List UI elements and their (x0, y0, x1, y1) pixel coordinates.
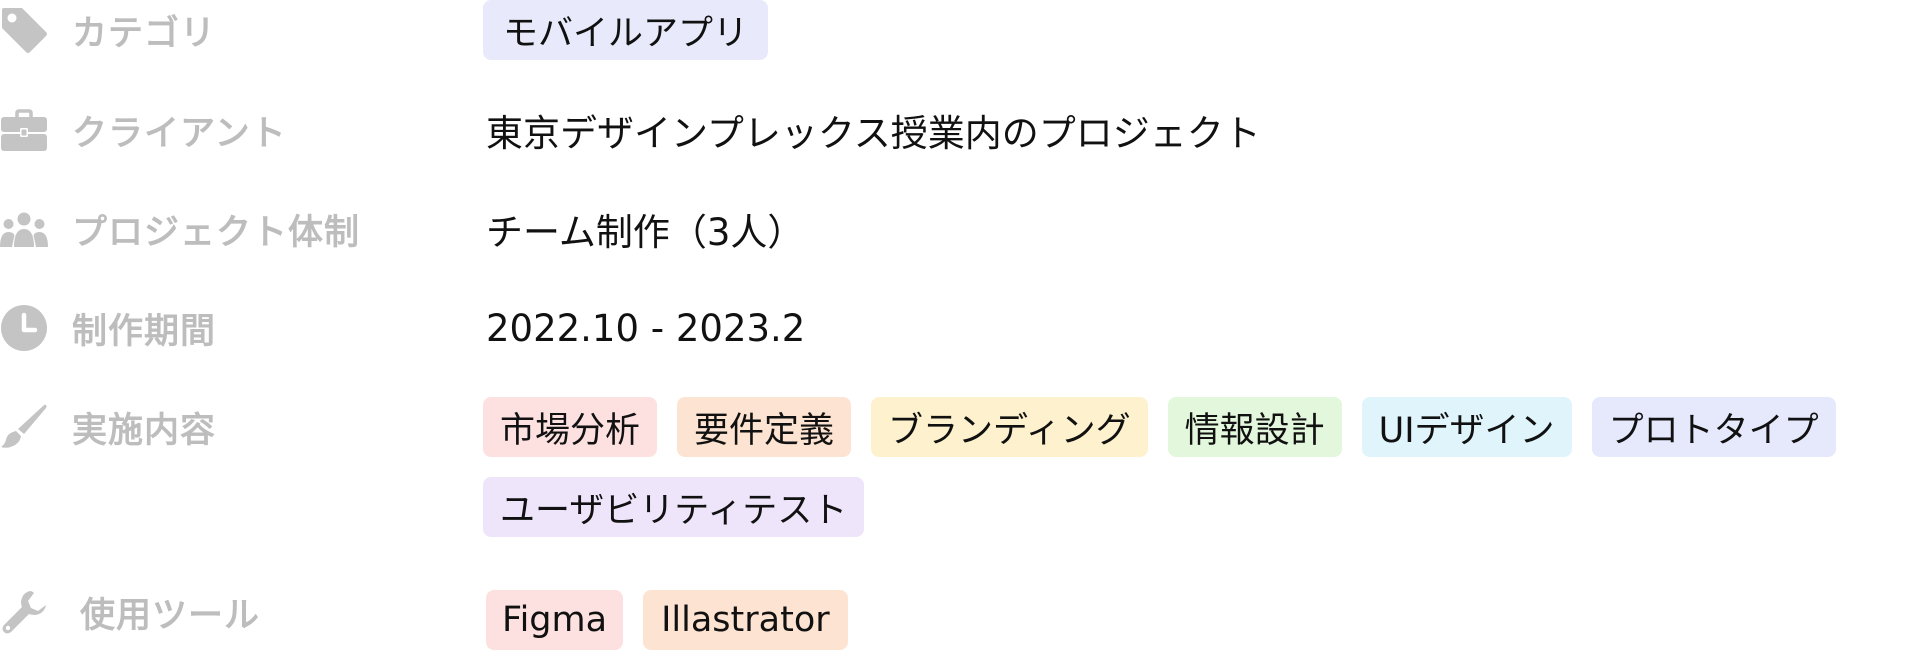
tag-market-analysis: 市場分析 (483, 397, 658, 457)
clock-icon (0, 304, 48, 352)
tag-illustrator: Illastrator (643, 590, 848, 650)
team-label: プロジェクト体制 (0, 199, 360, 259)
tools-tags: Figma Illastrator (486, 590, 1920, 650)
brush-icon (0, 403, 48, 451)
tag-information-architecture: 情報設計 (1167, 397, 1342, 457)
wrench-icon (0, 588, 48, 636)
scope-label-text: 実施内容 (72, 410, 217, 451)
team-value: チーム制作（3人） (486, 211, 805, 254)
users-icon (0, 205, 48, 253)
period-label-text: 制作期間 (72, 311, 217, 352)
period-label: 制作期間 (0, 298, 216, 358)
client-label-text: クライアント (72, 113, 287, 154)
briefcase-icon (0, 106, 48, 154)
category-label: カテゴリ (0, 0, 216, 60)
tag-usability-test: ユーザビリティテスト (483, 477, 865, 537)
tag-requirements: 要件定義 (677, 397, 852, 457)
category-label-text: カテゴリ (72, 13, 217, 54)
tag-branding: ブランディング (871, 397, 1148, 457)
period-value: 2022.10 - 2023.2 (486, 306, 806, 350)
tools-label: 使用ツール (0, 582, 260, 642)
scope-label: 実施内容 (0, 397, 216, 457)
scope-tags: 市場分析 要件定義 ブランディング 情報設計 UIデザイン プロトタイプ ユーザ… (483, 397, 1920, 537)
tag-icon (0, 6, 48, 54)
tag-ui-design: UIデザイン (1361, 397, 1572, 457)
team-label-text: プロジェクト体制 (72, 212, 361, 253)
category-tags: モバイルアプリ (483, 0, 1920, 60)
client-label: クライアント (0, 100, 287, 160)
tools-label-text: 使用ツール (80, 595, 261, 636)
tag-figma: Figma (486, 590, 624, 650)
client-value: 東京デザインプレックス授業内のプロジェクト (486, 112, 1261, 155)
tag-prototype: プロトタイプ (1591, 397, 1836, 457)
tag-mobile-app: モバイルアプリ (483, 0, 769, 60)
